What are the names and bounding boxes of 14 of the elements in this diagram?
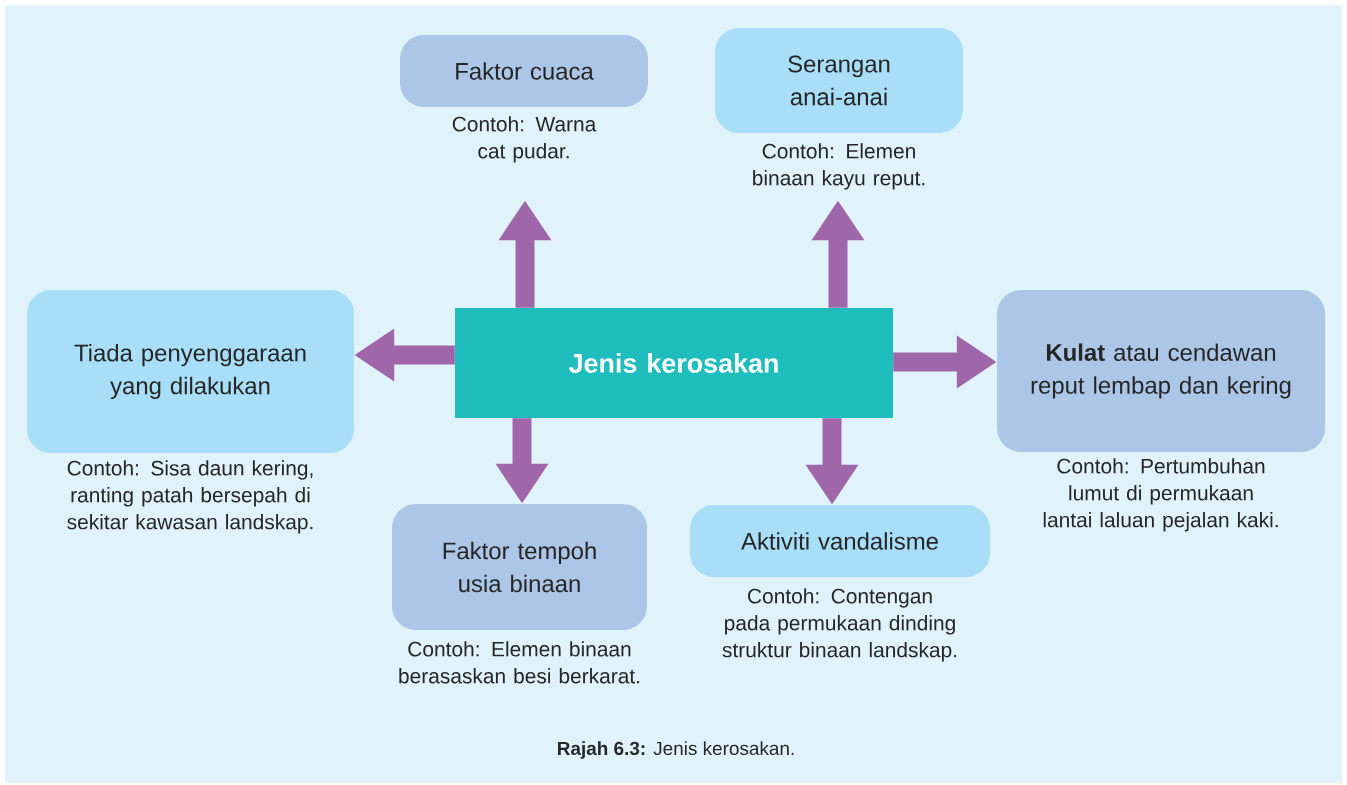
title-box: Jenis kerosakan xyxy=(455,308,893,418)
category-box: Aktiviti vandalisme xyxy=(690,505,990,577)
example-text: Contoh: Elemen binaan berasaskan besi berkarat. xyxy=(399,641,640,684)
category-box: Kulat atau cendawan reput lembap dan kering xyxy=(997,290,1325,452)
example-text: Contoh: Contengan pada permukaan dinding struktur binaan landskap. xyxy=(722,588,957,662)
category-box: Tiada penyenggaraan yang dilakukan xyxy=(27,290,354,453)
example-text: Contoh: Pertumbuhan lumut di permukaan lantai laluan pejalan kaki. xyxy=(1043,458,1278,532)
example-text: Contoh: Sisa daun kering, ranting patah bersepah di sekitar kawasan landskap. xyxy=(67,460,313,534)
category-box: Serangan anai-anai xyxy=(715,28,963,133)
category-box: Faktor tempoh usia binaan xyxy=(392,504,647,630)
example-text: Contoh: Warna cat pudar. xyxy=(452,116,597,163)
example-text: Contoh: Elemen binaan kayu reput. xyxy=(753,143,925,190)
category-box: Faktor cuaca xyxy=(400,35,648,107)
caption: Rajah 6.3: Jenis kerosakan. xyxy=(558,741,794,759)
